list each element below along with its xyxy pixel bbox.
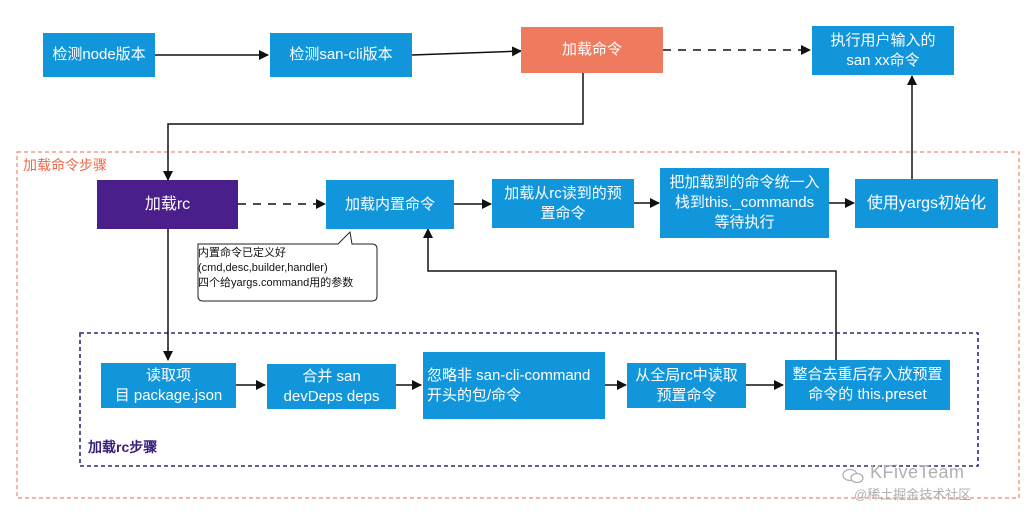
push-commands-box: 把加载到的命令统一入 栈到this._commands 等待执行 [660,168,829,238]
arrow-cli-to-load [411,46,522,57]
load-steps-group-label: 加载命令步骤 [23,157,107,173]
merge-deps-box: 合并 san devDeps deps [267,364,396,409]
dedupe-store-preset-box: 整合去重后存入放预置 命令的 this.preset [785,360,950,410]
ignore-non-cli-packages-box: 忽略非 san-cli-command 开头的包/命令 [423,352,605,419]
load-rc-preset-commands-box: 加载从rc读到的预 置命令 [492,179,634,228]
arrow-dedupe-to-builtin [423,228,837,360]
wechat-icon [842,468,864,484]
load-builtin-commands-box: 加载内置命令 [326,180,454,229]
load-steps-group-border [16,151,1020,499]
init-yargs-box: 使用yargs初始化 [855,179,998,228]
watermark-brand: KFiveTeam [870,462,965,482]
execute-user-command-box: 执行用户输入的 san xx命令 [812,26,954,75]
rc-steps-group-border [79,332,979,467]
watermark-community: @稀土掘金技术社区 [854,487,972,502]
builtin-command-note: 内置命令已定义好 (cmd,desc,builder,handler) 四个给y… [198,247,354,289]
note-callout-bubble [197,230,378,302]
load-rc-box: 加载rc [97,180,238,229]
check-node-version-box: 检测node版本 [43,33,155,77]
read-global-rc-box: 从全局rc中读取 预置命令 [627,363,746,408]
check-cli-version-box: 检测san-cli版本 [270,33,412,77]
read-package-json-box: 读取项 目 package.json [101,363,236,408]
load-commands-box: 加载命令 [521,27,663,73]
arrow-load-to-rc [163,73,584,181]
rc-steps-group-label: 加载rc步骤 [88,439,158,455]
